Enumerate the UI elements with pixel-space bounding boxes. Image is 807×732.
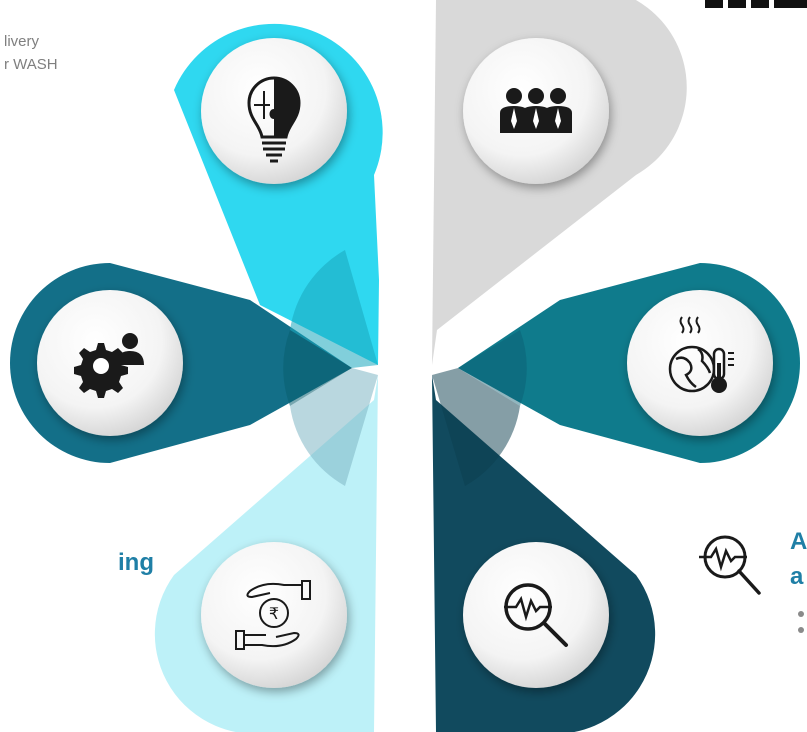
button-bottom-right[interactable] (463, 542, 609, 688)
center-shade-5 (458, 330, 527, 406)
button-right[interactable] (627, 290, 773, 436)
globe-thermometer-icon (668, 316, 734, 393)
corner-block-4 (774, 0, 807, 8)
side-magnifier-icon (699, 535, 761, 595)
lightbulb-puzzle-icon (247, 76, 301, 163)
left-heading: ing (118, 549, 154, 576)
corner-block-2 (728, 0, 746, 8)
left-text-line-2: r WASH (4, 56, 58, 73)
gear-person-icon (74, 333, 144, 398)
corner-block-1 (705, 0, 723, 8)
right-heading-line-2: a (790, 563, 804, 590)
right-heading-line-1: A (790, 528, 807, 555)
corner-block-3 (751, 0, 769, 8)
center-shade-2 (283, 330, 352, 406)
center-shade-4 (432, 368, 520, 486)
magnifier-pulse-icon (504, 583, 568, 647)
rupee-symbol: ₹ (269, 604, 279, 623)
people-group-icon (500, 88, 572, 133)
hand-rupee-icon: ₹ (235, 580, 311, 650)
button-bottom-left[interactable] (201, 542, 347, 688)
bullet-2 (798, 627, 804, 633)
bullet-1 (798, 611, 804, 617)
left-text-line-1: livery (4, 33, 40, 50)
center-shade-1 (290, 250, 378, 368)
center-shade-3 (290, 368, 378, 486)
